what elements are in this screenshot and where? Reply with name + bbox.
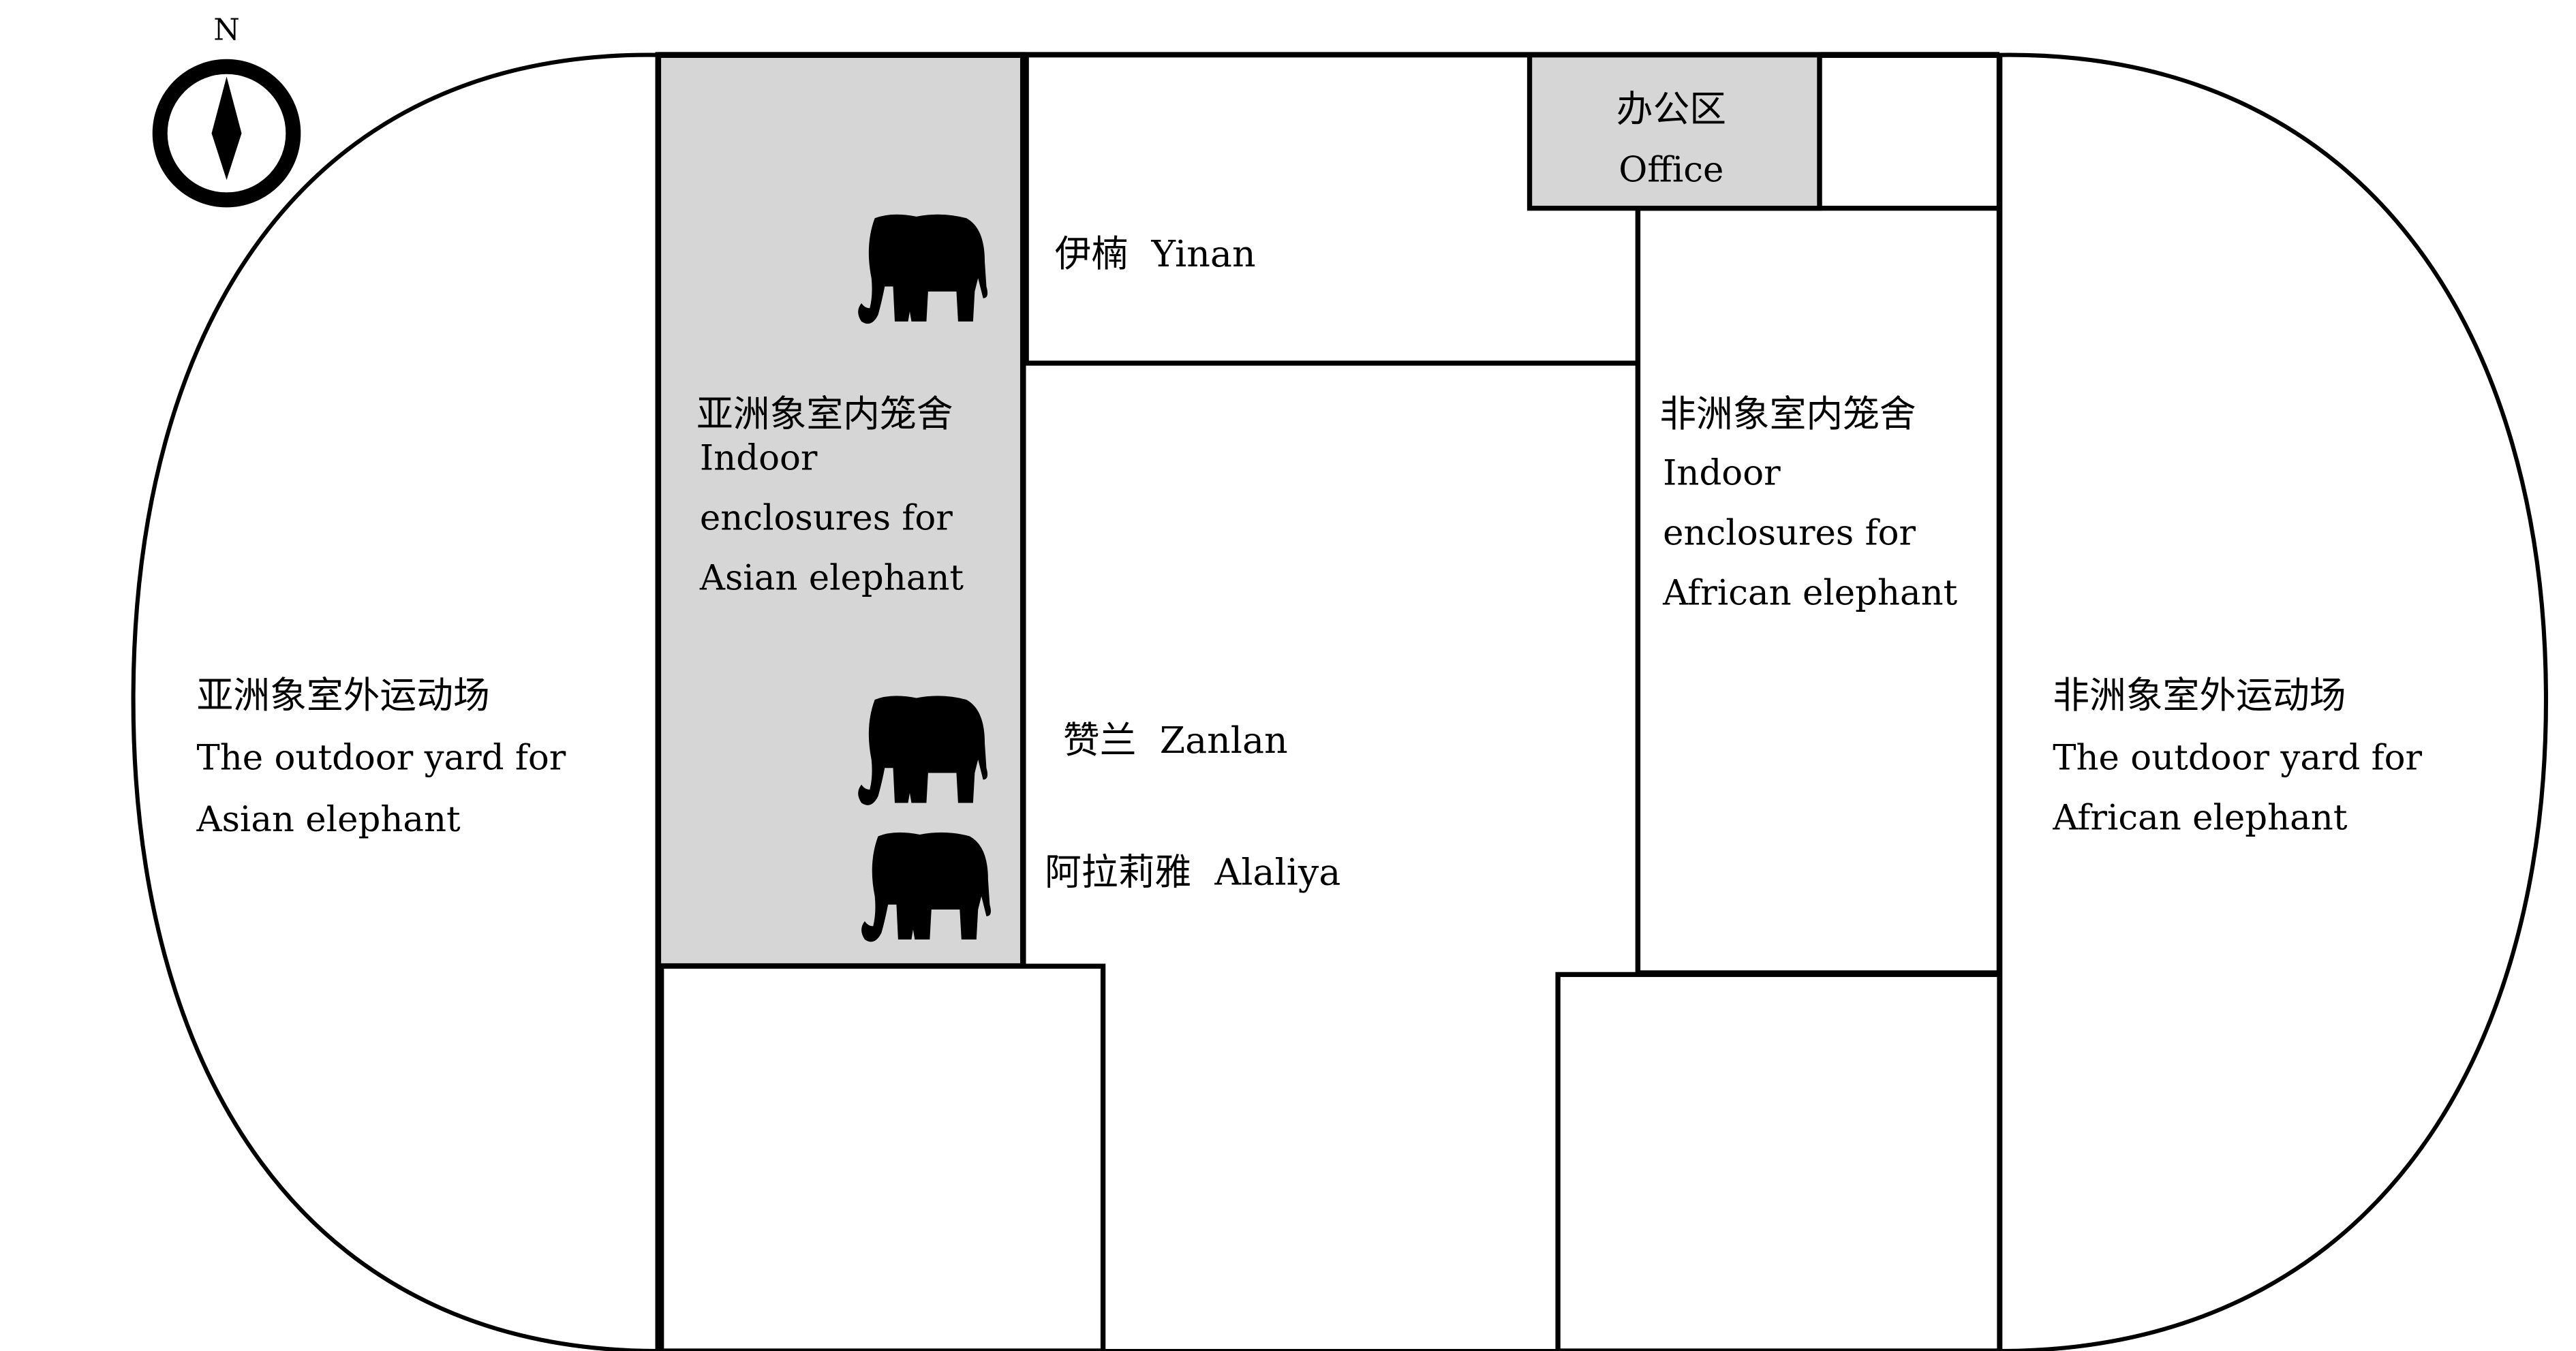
elephant-icon-zanlan [858,696,988,805]
asian-indoor-label-zh: 亚洲象室内笼舍 [696,392,953,435]
elephant-name-alaliya: 阿拉莉雅 Alaliya [1045,850,1340,893]
elephant-icon-alaliya [861,832,991,942]
zanlan-en: Zanlan [1160,719,1288,762]
asian-outdoor-label-en-2: Asian elephant [196,799,461,840]
compass-icon [152,59,301,208]
yinan-en: Yinan [1151,232,1256,275]
elephant-icon-yinan [858,214,988,324]
compass-north-label: N [213,13,239,48]
african-outdoor-label-en-1: The outdoor yard for [2053,738,2422,779]
asian-indoor-label-en-1: Indoor [700,438,818,479]
yinan-zh: 伊楠 [1055,232,1129,275]
southeast-room [1555,972,2002,1351]
asian-indoor-label-en-2: enclosures for [700,498,953,539]
african-indoor-enclosure [1635,205,2002,976]
office-label-en: Office [1619,150,1723,191]
asian-outdoor-label-zh: 亚洲象室外运动场 [197,674,490,717]
african-indoor-label-en-3: African elephant [1662,573,1958,614]
elephant-name-yinan: 伊楠 Yinan [1055,232,1256,275]
african-indoor-label-en-1: Indoor [1663,453,1781,494]
african-outdoor-label-en-2: African elephant [2052,798,2348,839]
zanlan-zh: 赞兰 [1063,719,1137,762]
african-outdoor-label-zh: 非洲象室外运动场 [2053,674,2346,717]
southwest-room [659,963,1106,1351]
asian-indoor-label-en-3: Asian elephant [699,558,964,599]
alaliya-zh: 阿拉莉雅 [1045,850,1191,893]
office-room [1527,52,1822,211]
office-label-zh: 办公区 [1616,87,1726,130]
african-indoor-label-zh: 非洲象室内笼舍 [1659,392,1916,435]
asian-indoor-enclosure [655,52,1026,969]
african-indoor-label-en-2: enclosures for [1663,513,1916,554]
asian-outdoor-label-en-1: The outdoor yard for [197,738,566,779]
alaliya-en: Alaliya [1214,850,1340,893]
elephant-name-zanlan: 赞兰 Zanlan [1063,719,1288,762]
